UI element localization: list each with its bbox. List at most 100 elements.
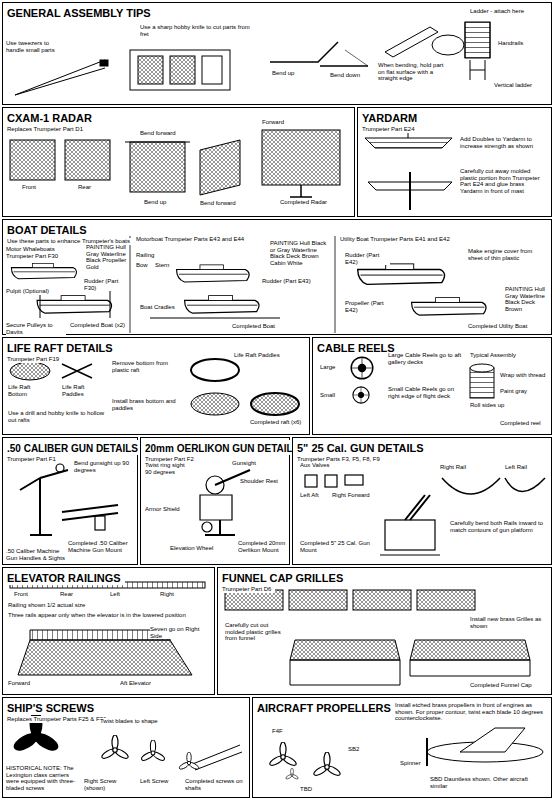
panel-heading: 20mm OERLIKON GUN DETAILS <box>141 440 303 455</box>
instruction-note: Bow <box>136 262 148 269</box>
instruction-note: Left <box>110 591 120 598</box>
instruction-note: Bend gunsight up 90 degrees <box>74 460 134 473</box>
panel-heading: LIFE RAFT DETAILS <box>3 340 117 355</box>
instruction-panel: GENERAL ASSEMBLY TIPS <box>2 2 552 105</box>
instruction-note: Secure Pulleys to Davits <box>6 322 66 335</box>
part-reference: Trumpeter Part F19 <box>3 356 63 363</box>
instruction-note: F4F <box>272 728 283 735</box>
panel-heading: YARDARM <box>358 110 421 125</box>
instruction-note: Propeller (Part E42) <box>345 300 390 313</box>
part-reference: Replaces Trumpeter Part D1 <box>3 126 87 133</box>
instruction-note: Shoulder Rest <box>240 478 286 485</box>
instruction-note: Pulpit (Optional) <box>6 288 54 295</box>
instruction-note: Completed reel <box>500 420 548 427</box>
instruction-note: Install new brass Grilles as shown <box>470 616 548 629</box>
instruction-note: TBD <box>300 786 312 793</box>
instruction-note: Left Screw <box>140 778 180 785</box>
part-reference: Trumpeter Part D6 <box>218 586 275 593</box>
instruction-note: Bend forward <box>140 130 176 137</box>
instruction-note: Life Raft Bottom <box>8 384 46 397</box>
instruction-note: Completed Boat (x2) <box>70 322 128 329</box>
instruction-note: Use a drill and hobby knife to hollow ou… <box>8 410 108 423</box>
instruction-note: Completed 5" 25 Cal. Gun Mount <box>300 540 375 553</box>
instruction-note: Completed Utility Boat <box>468 323 548 330</box>
instruction-note: Right Forward <box>332 492 370 499</box>
instruction-note: Right Screw (shown) <box>84 778 132 791</box>
instruction-note: Motorboat Trumpeter Parts E43 and E44 <box>136 236 256 243</box>
panel-heading: CABLE REELS <box>313 340 399 355</box>
radar-art <box>10 130 340 197</box>
panel-heading: 5" 25 Cal. GUN DETAILS <box>293 440 428 455</box>
instruction-note: Large <box>320 364 335 371</box>
instruction-note: Life Raft Paddles <box>234 352 304 359</box>
instruction-note: Completed Boat <box>232 323 292 330</box>
instruction-note: HISTORICAL NOTE: The Lexington class car… <box>6 765 81 791</box>
instruction-note: Twist ring sight 90 degrees <box>145 462 191 475</box>
instruction-note: Trumpeter Part F30 <box>6 253 58 260</box>
gun-art <box>20 464 545 555</box>
part-reference: Replaces Trumpeter Parts F25 & F36 <box>3 716 110 723</box>
instruction-note: Railing <box>136 252 154 259</box>
instruction-note: When bending, hold part on flat surface … <box>378 62 448 82</box>
instruction-note: Railing shown 1/2 actual size <box>8 602 208 609</box>
instruction-note: Rear <box>78 184 91 191</box>
instruction-note: Add Doubles to Yardarm to increase stren… <box>460 136 546 149</box>
panel-heading: ELEVATOR RAILINGS <box>3 570 125 585</box>
instruction-panel: BOAT DETAILSUse these parts to enhance T… <box>2 219 552 335</box>
instruction-note: Paint gray <box>500 388 548 395</box>
instruction-note: Rudder (Part E43) <box>262 278 312 285</box>
panel-heading: GENERAL ASSEMBLY TIPS <box>3 5 155 20</box>
instruction-note: Completed Funnel Cap <box>470 682 545 689</box>
instruction-note: Rudder (Part F30) <box>84 278 126 291</box>
instruction-note: Roll sides up <box>470 402 510 409</box>
instruction-note: Install brass bottom and paddles <box>112 398 182 411</box>
instruction-note: Bend down <box>330 72 360 79</box>
panel-heading: FUNNEL CAP GRILLES <box>218 570 347 585</box>
instruction-note: Completed .50 Caliber Machine Gun Mount <box>68 540 134 553</box>
instruction-note: Elevation Wheel <box>170 545 220 552</box>
instruction-note: Carefully cut out molded plastic grilles… <box>225 622 285 642</box>
instruction-note: Remove bottom from plastic raft <box>112 360 182 373</box>
panel-heading: BOAT DETAILS <box>3 222 91 237</box>
instruction-note: Use tweezers to handle small parts <box>6 40 64 53</box>
aircraft-propeller-art <box>269 728 543 780</box>
instruction-note: Life Raft Paddles <box>62 384 100 397</box>
instruction-note: Right Rail <box>440 464 466 471</box>
instruction-note: Ladder - attach here <box>470 8 540 15</box>
instruction-note: Completed screws on shafts <box>185 778 245 791</box>
instruction-note: Armor Shield <box>145 506 185 513</box>
assembly-tips-art <box>15 22 490 95</box>
instruction-note: Motor Whaleboats <box>6 246 55 253</box>
instruction-note: Typical Assembly <box>470 352 545 359</box>
instruction-note: Gunsight <box>232 460 256 467</box>
instruction-note: Forward <box>262 119 284 126</box>
part-reference: Trumpeter Part E24 <box>358 126 418 133</box>
yardarm-art <box>365 130 452 210</box>
instruction-note: Aft Elevator <box>120 680 180 687</box>
instruction-note: Bend forward <box>200 200 236 207</box>
instruction-note: Left Rail <box>505 464 527 471</box>
instruction-note: Small Cable Reels go on right edge of fl… <box>388 386 463 399</box>
instruction-note: Bend up <box>144 199 166 206</box>
life-raft-art <box>10 359 299 415</box>
instruction-note: PAINTING Hull Gray Waterline Black Prope… <box>86 244 128 270</box>
instruction-note: Utility Boat Trumpeter Parts E41 and E42 <box>340 236 460 243</box>
instruction-panel: YARDARMTrumpeter Part E24 <box>357 107 552 217</box>
instruction-note: Three rails appear only when the elevato… <box>8 612 208 619</box>
instruction-note: SBD Dauntless shown. Other aircraft simi… <box>430 776 540 789</box>
instruction-note: Rudder (Part E42) <box>345 252 390 265</box>
part-reference: Trumpeter Part F1 <box>3 456 60 463</box>
instruction-note: Front <box>14 591 28 598</box>
instruction-note: Handrails <box>498 40 546 47</box>
instruction-note: Completed raft (x6) <box>250 419 305 426</box>
instruction-note: .50 Caliber Machine Gun Handles & Sights <box>6 548 66 561</box>
panel-heading: CXAM-1 RADAR <box>3 110 96 125</box>
panel-heading: .50 CALIBER GUN DETAILS <box>3 440 142 455</box>
panel-heading: AIRCRAFT PROPELLERS <box>253 700 395 715</box>
instruction-note: SB2 <box>348 746 359 753</box>
instruction-note: Carefully cut away molded plastic portio… <box>460 168 546 194</box>
instruction-note: Stern <box>155 262 169 269</box>
panel-heading: SHIP'S SCREWS <box>3 700 98 715</box>
instruction-note: PAINTING Hull Black or Gray Waterline Bl… <box>270 240 332 266</box>
